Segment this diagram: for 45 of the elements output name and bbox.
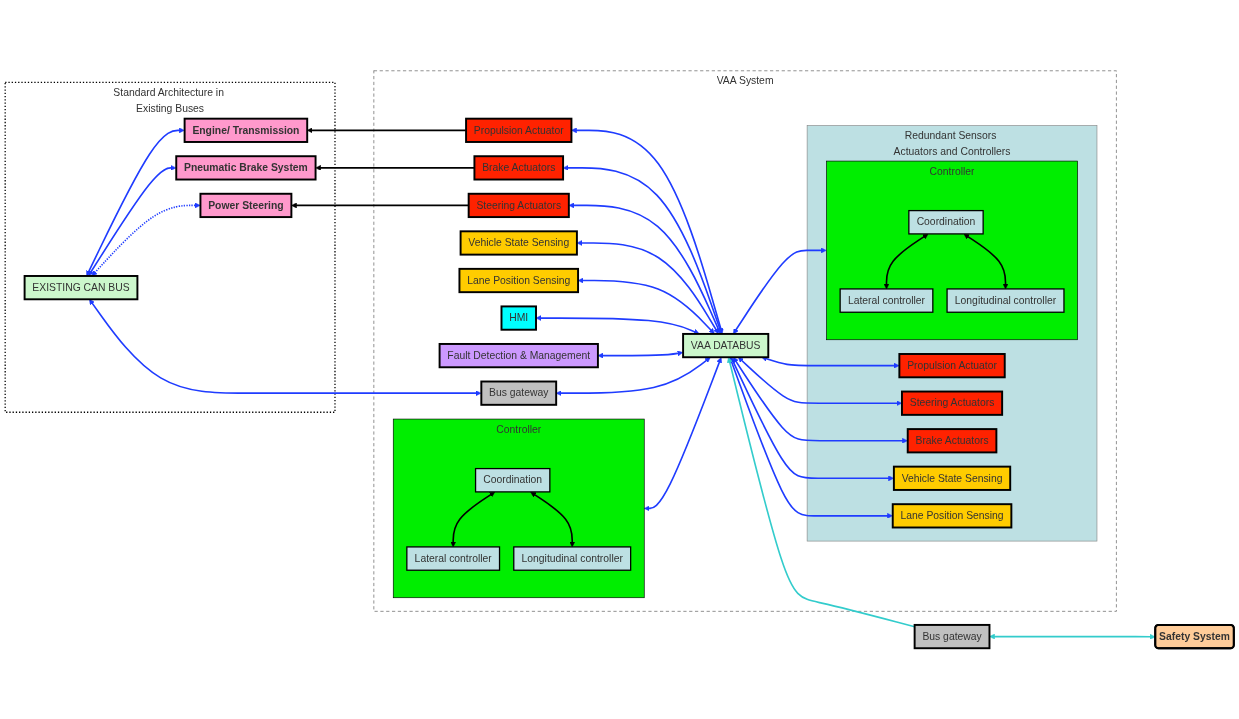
node-box: Engine/ Transmission bbox=[183, 117, 309, 143]
node-box: Coordination bbox=[908, 209, 984, 235]
node-box: Longitudinal controller bbox=[513, 546, 632, 571]
node-box: Brake Actuators bbox=[473, 155, 565, 181]
arrow bbox=[737, 357, 902, 407]
node-box: EXISTING CAN BUS bbox=[23, 275, 139, 301]
node-box: Longitudinal controller bbox=[946, 288, 1065, 313]
arrow bbox=[989, 633, 1156, 640]
arrow bbox=[89, 299, 482, 396]
node-box: Fault Detection & Management bbox=[438, 343, 599, 369]
arrow bbox=[597, 350, 684, 359]
node-box: Bus gateway bbox=[913, 623, 991, 650]
node-box: Steering Actuators bbox=[901, 390, 1004, 416]
arrow bbox=[644, 357, 722, 512]
arrow bbox=[963, 233, 1009, 290]
arrow bbox=[730, 357, 894, 482]
arrow bbox=[91, 202, 201, 277]
arrow bbox=[571, 127, 724, 334]
arrow bbox=[568, 202, 721, 334]
arrow bbox=[530, 491, 576, 548]
node-box: Propulsion Actuator bbox=[898, 353, 1006, 379]
node-box: Lateral controller bbox=[839, 288, 934, 313]
arrow bbox=[729, 356, 893, 519]
arrow bbox=[86, 127, 185, 277]
node-box: Pneumatic Brake System bbox=[175, 155, 317, 181]
arrow bbox=[576, 240, 719, 334]
arrow bbox=[450, 491, 496, 548]
node-box: VAA DATABUS bbox=[682, 332, 770, 359]
node-box: Coordination bbox=[474, 467, 551, 493]
arrow bbox=[883, 233, 929, 290]
arrow bbox=[761, 356, 900, 369]
node-box: Vehicle State Sensing bbox=[459, 230, 578, 256]
node-box: HMI bbox=[500, 305, 537, 331]
arrow bbox=[733, 357, 908, 444]
node-box: Vehicle State Sensing bbox=[892, 465, 1012, 491]
node-box: Lane Position Sensing bbox=[891, 503, 1013, 529]
node-box: Lane Position Sensing bbox=[458, 267, 580, 294]
arrow bbox=[733, 247, 827, 335]
node-box: Steering Actuators bbox=[467, 192, 570, 219]
node-box: Propulsion Actuator bbox=[465, 117, 573, 143]
node-box: Brake Actuators bbox=[906, 428, 998, 454]
node-box: Power Steering bbox=[199, 192, 293, 219]
node-box: Bus gateway bbox=[480, 380, 558, 406]
arrow bbox=[88, 165, 177, 277]
node-box: Lateral controller bbox=[406, 546, 501, 571]
